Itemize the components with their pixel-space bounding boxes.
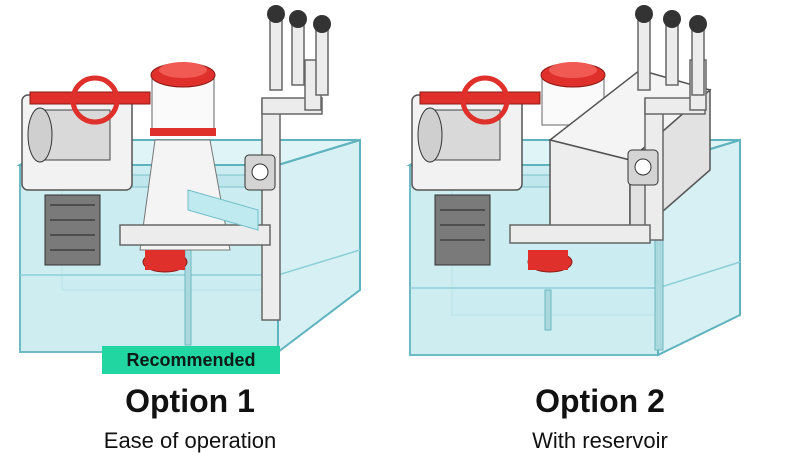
tank-side-glass [277,138,361,355]
option-title: Option 1 [125,383,255,419]
recommended-badge: Recommended [102,346,280,374]
option-subtitle: With reservoir [532,428,668,453]
protein-skimmer-icon [139,62,231,273]
valve-cap-icon [267,5,331,33]
option-title: Option 2 [535,383,665,419]
return-pump-icon [244,154,276,191]
option-subtitle: Ease of operation [103,428,277,453]
option-1-panel: Recommended Option 1 Ease of operation [16,5,361,453]
roller-filter-icon [411,75,541,266]
roller-filter-icon [21,75,151,266]
return-pump-icon [627,149,659,186]
valve-cap-icon [635,5,707,33]
sump-illustration-option-1 [16,5,361,355]
baffle [544,289,552,331]
sump-illustration-option-2 [406,5,741,357]
plumbing-pipes-icon [119,19,329,321]
option-2-panel: Option 2 With reservoir [400,0,800,472]
